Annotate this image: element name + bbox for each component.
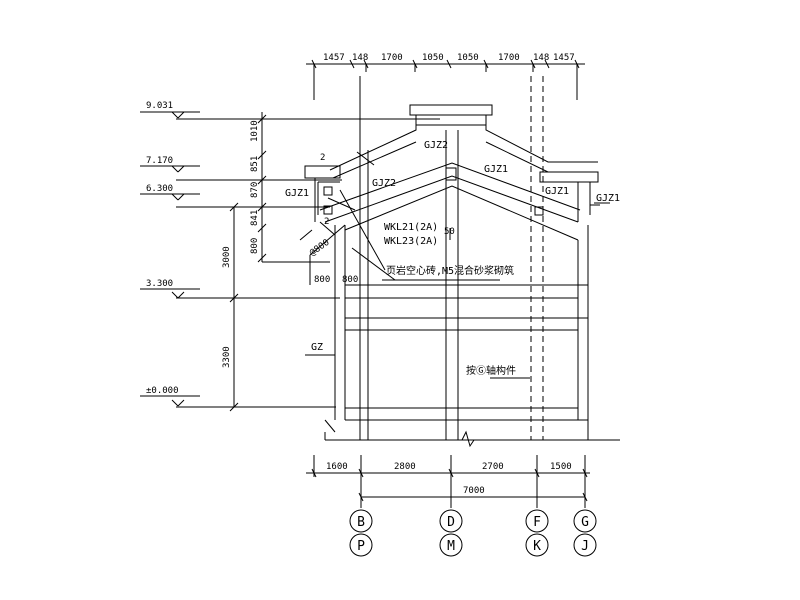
label-gjz2-top: GJZ2: [424, 140, 448, 151]
vdim-800: 800: [250, 238, 260, 254]
axis-d: D: [447, 515, 455, 530]
label-slope: @800: [308, 238, 332, 259]
bottom-dim-total: 7000: [463, 486, 485, 496]
label-wkl23: WKL23(2A): [384, 236, 438, 247]
axis-m: M: [447, 539, 455, 554]
bottom-dim-2: 2800: [394, 462, 416, 472]
vertical-dim-main: [229, 202, 239, 412]
top-dim-2: 148: [352, 53, 368, 63]
top-dim-6: 1700: [498, 53, 520, 63]
level-3300: 3.300: [146, 279, 173, 289]
label-gjz1-mid: GJZ1: [484, 164, 508, 175]
axis-bubbles: [349, 509, 597, 557]
level-6300: 6.300: [146, 184, 173, 194]
label-axis-ref: 按Ⓖ轴构件: [466, 364, 516, 377]
axis-b: B: [357, 515, 365, 530]
top-dim-4: 1050: [422, 53, 444, 63]
level-0000: ±0.000: [146, 386, 179, 396]
vdim-841: 841: [250, 210, 260, 226]
top-dim-5: 1050: [457, 53, 479, 63]
level-9031: 9.031: [146, 101, 173, 111]
mark-2a: 2: [320, 153, 325, 163]
bottom-dim-4: 1500: [550, 462, 572, 472]
bottom-dims: [306, 455, 590, 508]
axis-g: G: [581, 515, 589, 530]
bottom-dim-3: 2700: [482, 462, 504, 472]
vdim-870: 870: [250, 182, 260, 198]
top-dim-7: 148: [533, 53, 549, 63]
top-dim-1: 1457: [323, 53, 345, 63]
axis-f: F: [533, 515, 541, 530]
label-note: 页岩空心砖,M5混合砂浆砌筑: [386, 264, 514, 277]
level-lines: [140, 111, 440, 408]
label-gjz1-far-right: GJZ1: [596, 193, 620, 204]
label-gz: GZ: [311, 342, 323, 353]
roof: [282, 104, 610, 379]
label-800a: 800: [314, 275, 330, 285]
label-gjz1-right: GJZ1: [545, 186, 569, 197]
label-800b: 800: [342, 275, 358, 285]
label-gjz1-left: GJZ1: [285, 188, 309, 199]
axis-k: K: [533, 539, 541, 554]
label-50: 50: [444, 227, 455, 237]
vdim-3000: 3000: [222, 246, 232, 268]
vertical-dim-upper: [257, 112, 330, 263]
top-dim-extensions: [313, 64, 578, 100]
top-dim-8: 1457: [553, 53, 575, 63]
vdim-3300: 3300: [222, 346, 232, 368]
label-wkl21: WKL21(2A): [384, 222, 438, 233]
axis-j: J: [581, 539, 589, 554]
top-dim-3: 1700: [381, 53, 403, 63]
vdim-851: 851: [250, 156, 260, 172]
bottom-dim-1: 1600: [326, 462, 348, 472]
axis-p: P: [357, 539, 365, 554]
label-gjz2-left: GJZ2: [372, 178, 396, 189]
vdim-1010: 1010: [250, 120, 260, 142]
mark-2b: 2: [324, 217, 329, 227]
level-7170: 7.170: [146, 156, 173, 166]
walls: [324, 76, 620, 448]
